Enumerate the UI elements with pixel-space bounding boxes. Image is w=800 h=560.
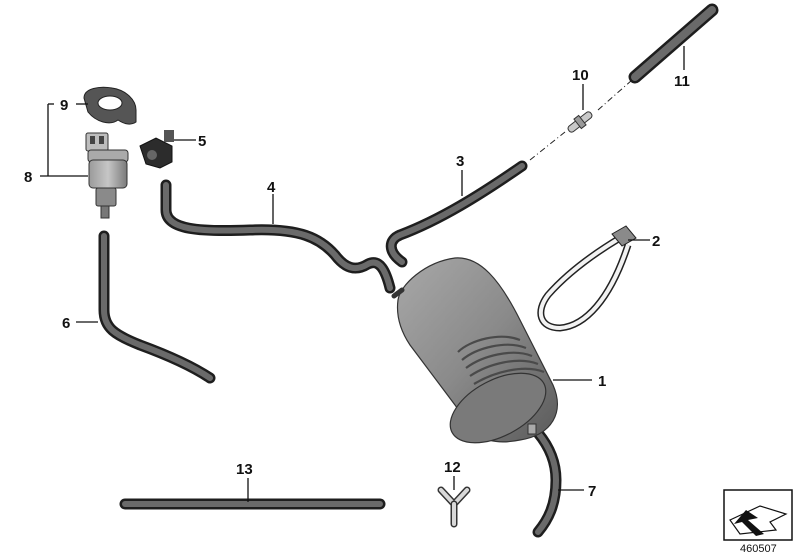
callout-9: 9 <box>60 97 68 114</box>
callout-13: 13 <box>236 461 253 478</box>
callout-2: 2 <box>652 233 660 250</box>
arrow-pointer-icon <box>723 489 793 541</box>
leader-lines <box>40 46 685 502</box>
part-12-y-connector <box>437 486 471 528</box>
callout-labels: 1 2 3 4 5 6 7 8 9 10 11 12 13 <box>24 67 690 500</box>
reference-number: 460507 <box>740 543 777 555</box>
callout-3: 3 <box>456 153 464 170</box>
callout-8: 8 <box>24 169 32 186</box>
connection-lines <box>529 79 633 161</box>
part-10-connector <box>567 111 593 133</box>
callout-11: 11 <box>674 73 690 90</box>
part-4-hose <box>160 179 396 294</box>
part-11-hose <box>628 3 719 84</box>
callout-1: 1 <box>598 373 606 390</box>
callout-12: 12 <box>444 459 461 476</box>
part-2-strap <box>537 225 637 332</box>
callout-10: 10 <box>572 67 589 84</box>
callout-7: 7 <box>588 483 596 500</box>
callout-4: 4 <box>267 179 276 196</box>
part-7-hose <box>532 427 562 538</box>
part-3-hose <box>385 160 528 268</box>
part-9-bracket <box>83 86 137 125</box>
callout-5: 5 <box>198 133 206 150</box>
part-5-sensor <box>139 130 174 169</box>
part-1-canister <box>391 257 558 444</box>
part-8-valve <box>85 132 129 219</box>
part-6-hose <box>98 230 216 384</box>
callout-6: 6 <box>62 315 70 332</box>
